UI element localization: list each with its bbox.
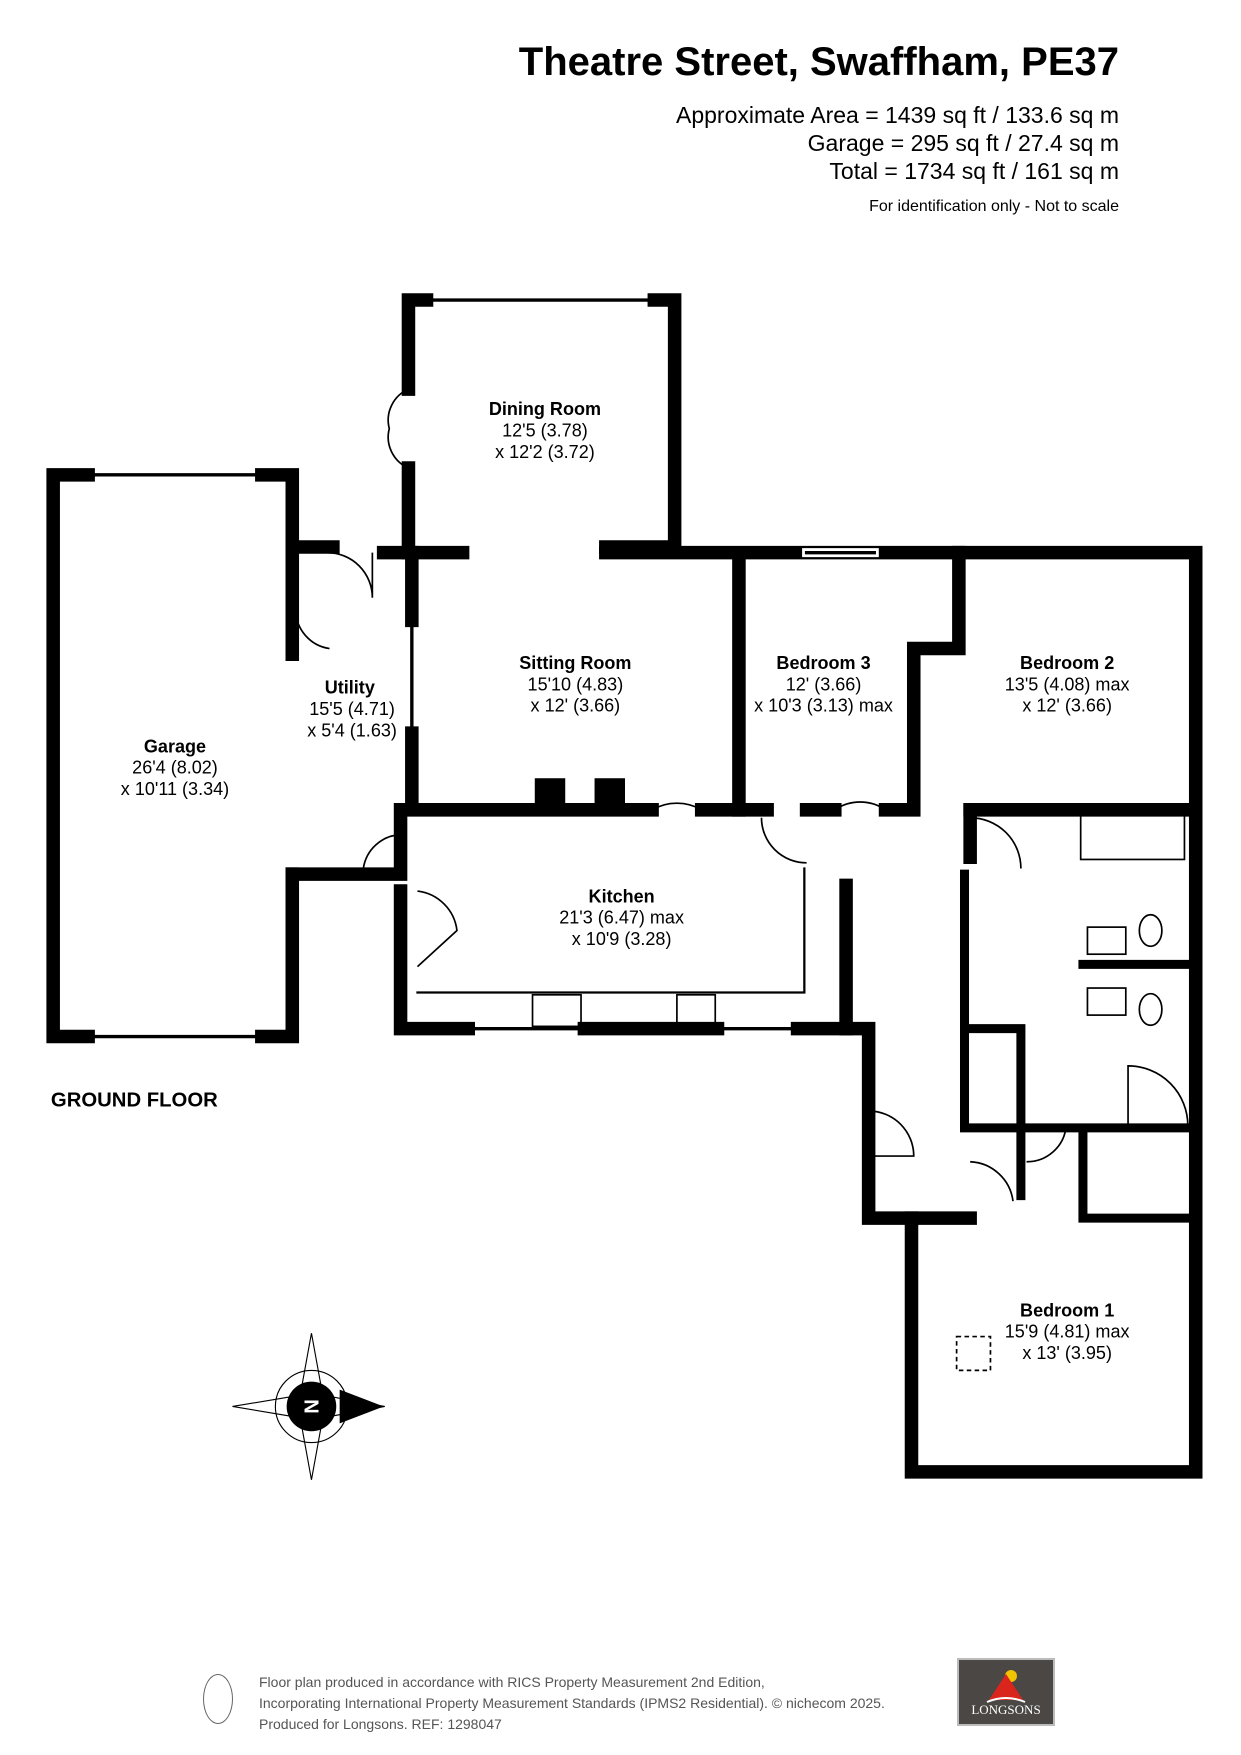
utility-dim1: 15'5 (4.71): [309, 699, 395, 719]
house-logo-icon: [986, 1670, 1026, 1703]
bedroom2-dim2: x 12' (3.66): [1022, 696, 1112, 716]
garage-area: Garage = 295 sq ft / 27.4 sq m: [807, 130, 1119, 156]
total-area: Total = 1734 sq ft / 161 sq m: [829, 158, 1119, 184]
footer-line-3: Produced for Longsons. REF: 1298047: [259, 1716, 502, 1732]
chimney-breasts: [534, 778, 626, 810]
footer-line-2: Incorporating International Property Mea…: [259, 1695, 885, 1711]
bedroom3-dim1: 12' (3.66): [786, 674, 862, 694]
utility-name: Utility: [325, 678, 375, 698]
kitchen-name: Kitchen: [589, 886, 655, 906]
floor-label: GROUND FLOOR: [51, 1089, 218, 1111]
garage-dim2: x 10'11 (3.34): [121, 779, 229, 799]
footer-text: Floor plan produced in accordance with R…: [259, 1672, 885, 1735]
kitchen-dim1: 21'3 (6.47) max: [559, 908, 684, 928]
walls: [46, 293, 1203, 1479]
kitchen-dim2: x 10'9 (3.28): [572, 929, 672, 949]
sitting-room-dim1: 15'10 (4.83): [528, 674, 624, 694]
logo-text: LONGSONS: [971, 1702, 1041, 1717]
footer-line-1: Floor plan produced in accordance with R…: [259, 1674, 765, 1690]
bedroom1-dim1: 15'9 (4.81) max: [1005, 1322, 1130, 1342]
property-title: Theatre Street, Swaffham, PE37: [518, 40, 1119, 84]
garage-dim1: 26'4 (8.02): [132, 758, 218, 778]
compass-icon: N: [232, 1333, 385, 1480]
utility-dim2: x 5'4 (1.63): [307, 721, 397, 741]
longsons-logo: LONGSONS: [957, 1658, 1055, 1726]
dining-room-dim1: 12'5 (3.78): [502, 420, 588, 440]
bedroom3-name: Bedroom 3: [776, 653, 870, 673]
garage-name: Garage: [144, 736, 206, 756]
bedroom1-dim2: x 13' (3.95): [1022, 1343, 1112, 1363]
compass-north-label: N: [300, 1399, 322, 1414]
person-info-icon: [203, 1674, 233, 1724]
room-labels: Dining Room 12'5 (3.78) x 12'2 (3.72) Si…: [121, 399, 1130, 1363]
bedroom3-dim2: x 10'3 (3.13) max: [754, 696, 893, 716]
sitting-room-dim2: x 12' (3.66): [531, 696, 621, 716]
bedroom1-name: Bedroom 1: [1020, 1300, 1114, 1320]
bedroom2-dim1: 13'5 (4.08) max: [1005, 674, 1130, 694]
dining-room-name: Dining Room: [489, 399, 601, 419]
approximate-area: Approximate Area = 1439 sq ft / 133.6 sq…: [675, 102, 1119, 128]
fixtures: [294, 388, 1189, 1372]
dining-room-dim2: x 12'2 (3.72): [495, 442, 595, 462]
bedroom2-name: Bedroom 2: [1020, 653, 1114, 673]
scale-disclaimer: For identification only - Not to scale: [869, 198, 1119, 215]
sitting-room-name: Sitting Room: [519, 653, 631, 673]
